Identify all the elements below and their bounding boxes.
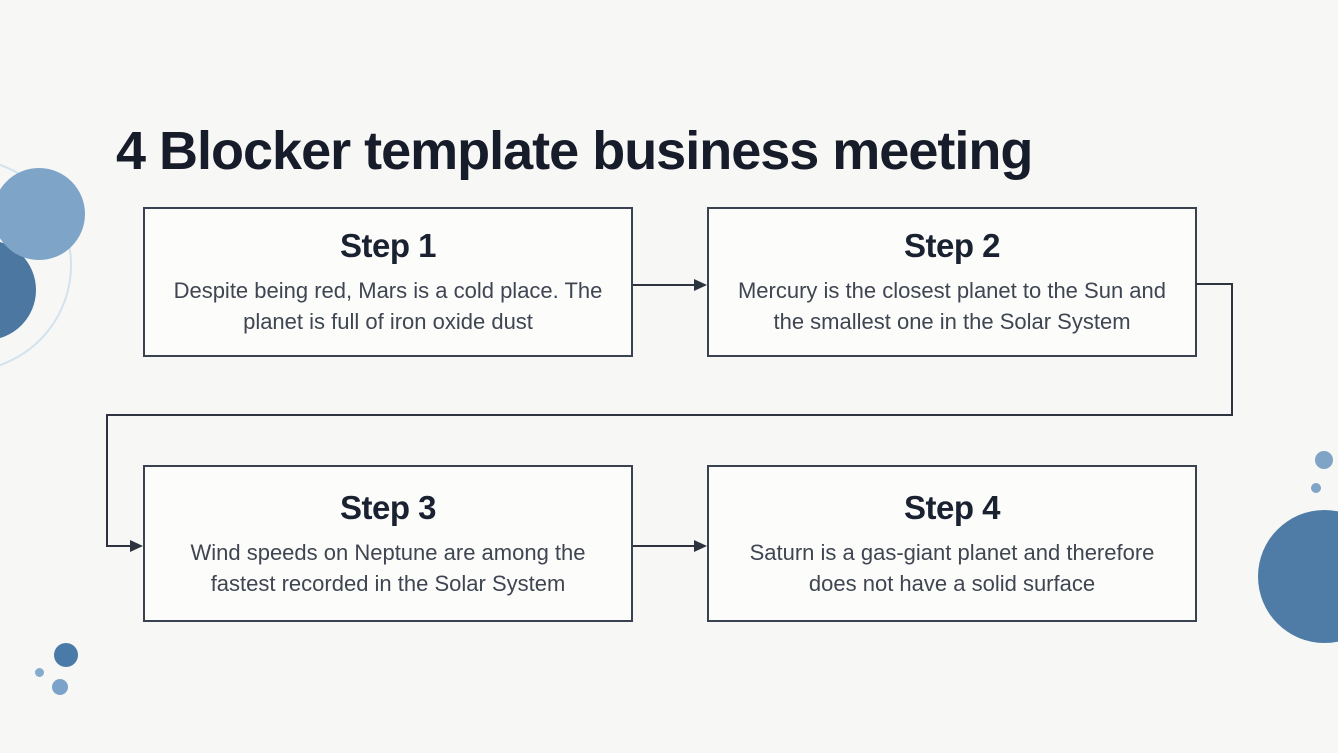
slide-title: 4 Blocker template business meeting bbox=[116, 121, 1033, 182]
decor-dot-bottom-left-large bbox=[54, 643, 78, 667]
step-4-box: Step 4 Saturn is a gas-giant planet and … bbox=[707, 465, 1197, 622]
connector-step2-step3-segment-right-out bbox=[1196, 283, 1233, 285]
decor-dot-right-top bbox=[1315, 451, 1333, 469]
step-1-title: Step 1 bbox=[339, 227, 437, 264]
step-1-box: Step 1 Despite being red, Mars is a cold… bbox=[143, 207, 633, 357]
decor-dot-bottom-left-small bbox=[35, 668, 44, 677]
decor-dot-bottom-left-medium bbox=[52, 679, 68, 695]
step-2-title: Step 2 bbox=[903, 227, 1001, 264]
arrowhead-step3-step4-icon bbox=[694, 540, 707, 552]
arrowhead-step2-step3-icon bbox=[130, 540, 143, 552]
connector-step1-step2-line bbox=[633, 284, 695, 286]
decor-medium-circle-left bbox=[0, 168, 85, 260]
step-4-title: Step 4 bbox=[903, 488, 1001, 526]
step-2-box: Step 2 Mercury is the closest planet to … bbox=[707, 207, 1197, 357]
step-3-title: Step 3 bbox=[339, 488, 437, 526]
step-1-body: Despite being red, Mars is a cold place.… bbox=[173, 278, 603, 334]
connector-step2-step3-segment-into-box bbox=[106, 545, 132, 547]
step-3-body: Wind speeds on Neptune are among the fas… bbox=[190, 539, 586, 596]
connector-step3-step4-line bbox=[633, 545, 695, 547]
step-3-box: Step 3 Wind speeds on Neptune are among … bbox=[143, 465, 633, 622]
arrowhead-step1-step2-icon bbox=[694, 279, 707, 291]
decor-dot-right-small bbox=[1311, 483, 1321, 493]
step-4-body: Saturn is a gas-giant planet and therefo… bbox=[749, 539, 1155, 596]
step-2-body: Mercury is the closest planet to the Sun… bbox=[737, 278, 1166, 334]
connector-step2-step3-segment-down-left bbox=[106, 414, 108, 547]
connector-step2-step3-segment-across bbox=[106, 414, 1233, 416]
connector-step2-step3-segment-down-right bbox=[1231, 283, 1233, 416]
decor-big-circle-bottom-right bbox=[1258, 510, 1338, 643]
